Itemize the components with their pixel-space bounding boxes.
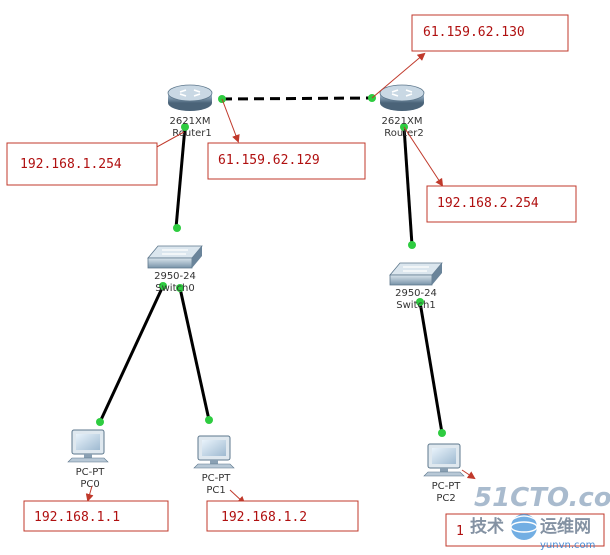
pc2-name: PC2 (436, 493, 455, 504)
switch1[interactable]: 2950-24 Switch1 (389, 262, 443, 311)
ip-text: 61.159.62.130 (423, 25, 525, 40)
ip-text: 61.159.62.129 (218, 153, 320, 168)
computer-icon (193, 435, 235, 469)
watermark-tagline-right: 运维网 (540, 516, 591, 537)
links (98, 96, 444, 434)
port-indicators (96, 94, 446, 437)
ip-text: 192.168.2.254 (437, 196, 539, 211)
annotation-arrow (403, 126, 444, 187)
switch1-model: 2950-24 (395, 288, 437, 299)
watermark-brand: 51CTO.com (474, 483, 610, 513)
router-icon (379, 84, 425, 111)
watermark: 51CTO.com 技术 运维网 yunvn.com (470, 483, 610, 551)
annotation-arrow (85, 485, 94, 502)
router-icon (167, 84, 213, 111)
port-dot (159, 282, 167, 290)
switch0-name: Switch0 (155, 283, 194, 294)
pc0-name: PC0 (80, 479, 99, 490)
link-router1-switch0[interactable] (174, 126, 187, 229)
link-switch0-pc0[interactable] (98, 285, 165, 423)
ip-text: 1 (456, 524, 464, 539)
port-dot (205, 416, 213, 424)
port-dot (96, 418, 104, 426)
switch0[interactable]: 2950-24 Switch0 (147, 245, 203, 294)
router2-name: Router2 (384, 128, 424, 139)
ip-label-router2-lan: 192.168.2.254 (426, 185, 577, 223)
ip-label-pc0: 192.168.1.1 (23, 500, 169, 532)
switch0-model: 2950-24 (154, 271, 196, 282)
annotation-arrow (461, 469, 476, 480)
ip-label-router2-wan: 61.159.62.130 (411, 14, 569, 52)
globe-icon (510, 514, 538, 540)
port-dot (176, 284, 184, 292)
router2[interactable]: 2621XM Router2 (379, 84, 425, 139)
pc2[interactable]: PC-PT PC2 (423, 443, 465, 504)
watermark-tagline-left: 技术 (470, 516, 504, 537)
port-dot (416, 298, 424, 306)
pc0[interactable]: PC-PT PC0 (67, 429, 109, 490)
annotation-arrow (221, 98, 240, 143)
router1[interactable]: 2621XM Router1 (167, 84, 213, 139)
ip-label-router1-lan: 192.168.1.254 (6, 142, 158, 186)
link-router2-switch1[interactable] (402, 126, 414, 246)
switch-icon (147, 245, 203, 269)
switch-icon (389, 262, 443, 286)
annotation-arrow (371, 52, 426, 99)
ip-text: 192.168.1.2 (221, 510, 307, 525)
ip-label-pc1: 192.168.1.2 (206, 500, 359, 532)
link-switch1-pc2[interactable] (418, 301, 444, 434)
port-dot (181, 123, 189, 131)
ip-label-router1-wan: 61.159.62.129 (207, 142, 366, 180)
link-router1-router2[interactable] (221, 96, 373, 101)
router1-model: 2621XM (170, 116, 211, 127)
router1-name: Router1 (172, 128, 212, 139)
pc1[interactable]: PC-PT PC1 (193, 435, 235, 496)
ip-text: 192.168.1.254 (20, 157, 122, 172)
pc2-model: PC-PT (432, 481, 462, 492)
pc1-model: PC-PT (202, 473, 232, 484)
port-dot (408, 241, 416, 249)
ip-text: 192.168.1.1 (34, 510, 120, 525)
link-switch0-pc1[interactable] (178, 287, 211, 421)
watermark-url: yunvn.com (540, 540, 595, 551)
router2-model: 2621XM (382, 116, 423, 127)
port-dot (438, 429, 446, 437)
switch1-name: Switch1 (396, 300, 435, 311)
computer-icon (67, 429, 109, 463)
pc0-model: PC-PT (76, 467, 106, 478)
port-dot (173, 224, 181, 232)
computer-icon (423, 443, 465, 477)
pc1-name: PC1 (206, 485, 225, 496)
